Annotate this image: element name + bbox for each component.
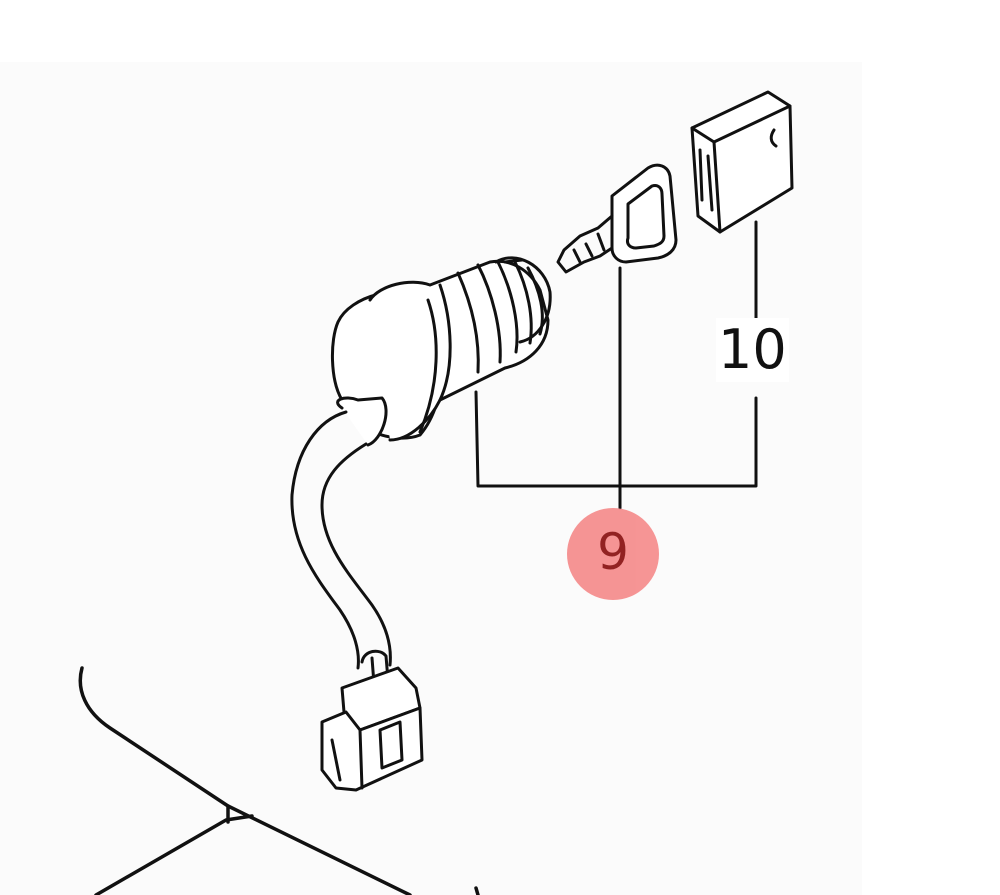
callout-label-10[interactable]: 10 — [716, 318, 789, 382]
switch-cable — [290, 396, 392, 670]
callout-label-9: 9 — [597, 523, 629, 581]
machine-outline — [78, 666, 480, 895]
ignition-key — [556, 163, 678, 274]
key-tag — [690, 90, 794, 234]
callout-badge-9[interactable]: 9 — [567, 508, 659, 600]
switch-connector — [320, 649, 424, 792]
leader-lines — [474, 220, 758, 510]
